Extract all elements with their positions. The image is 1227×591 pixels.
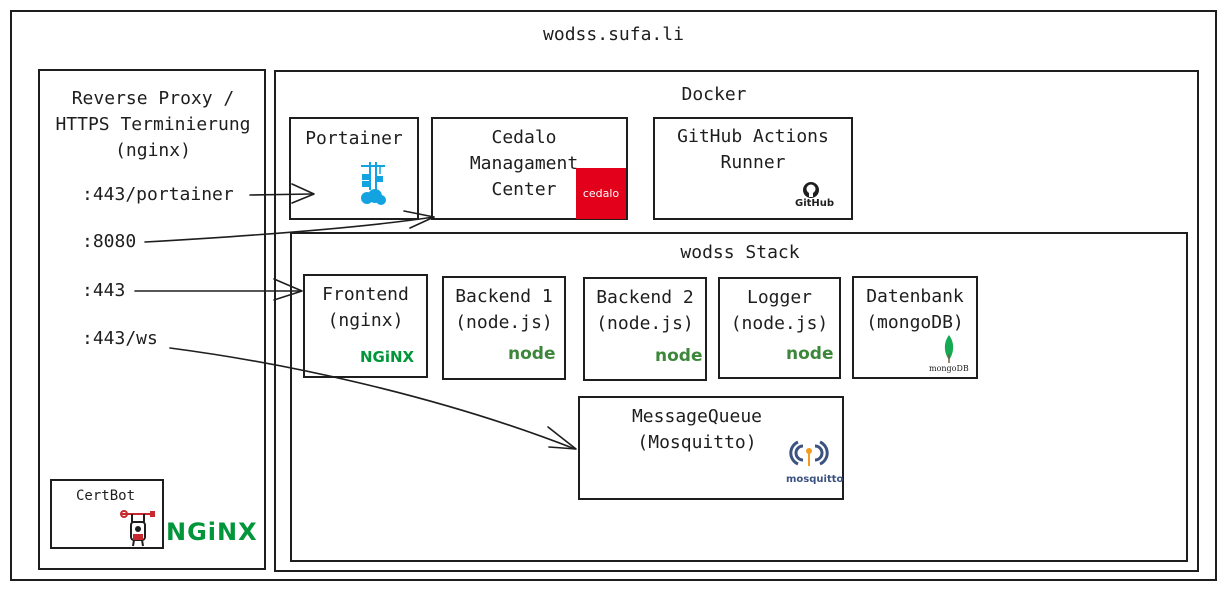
- certbot-box: [50, 479, 164, 549]
- port-443-portainer: :443/portainer: [82, 184, 234, 205]
- message-queue-box: [578, 396, 844, 500]
- logger-node-logo: node: [786, 344, 833, 364]
- backend-2-node-logo: node: [655, 346, 702, 366]
- mongodb-logo-text: mongoDB: [929, 364, 969, 373]
- wodss-stack-box: [290, 232, 1188, 562]
- backend-2-label: Backend 2 (node.js): [596, 287, 694, 334]
- port-443-ws: :443/ws: [82, 328, 158, 349]
- frontend-box: [303, 274, 428, 378]
- backend-2-node-text: node: [655, 346, 703, 366]
- backend-1-node-text: node: [508, 344, 556, 364]
- arrow-8080: [144, 216, 435, 243]
- reverse-proxy-box: [38, 69, 266, 570]
- port-8080: :8080: [82, 231, 137, 252]
- arrow-portainer: [249, 193, 313, 196]
- arrow-443-head: [273, 278, 303, 301]
- frontend-label: Frontend (nginx): [322, 284, 409, 331]
- cedalo-label: Cedalo Managament Center: [469, 127, 579, 200]
- arrow-ws: [169, 347, 576, 450]
- nginx-logo: NGiNX: [166, 518, 258, 546]
- portainer-logo-icon: [361, 162, 386, 205]
- reverse-proxy-title: Reverse Proxy / HTTPS Terminierung (ngin…: [55, 88, 251, 161]
- wodss-stack-title: wodss Stack: [680, 242, 800, 263]
- backend-1-box: [442, 276, 566, 380]
- github-octocat-icon: [803, 182, 819, 198]
- mosquitto-logo-icon: [789, 440, 829, 466]
- port-443: :443: [82, 280, 126, 301]
- mongodb-leaf-icon: [944, 335, 954, 363]
- datenbank-box: [852, 276, 978, 379]
- arrow-ws-head: [547, 426, 577, 450]
- portainer-label: Portainer: [305, 128, 403, 149]
- backend-1-node-logo: node: [508, 344, 555, 364]
- docker-box: [274, 70, 1199, 572]
- arrow-portainer-head: [291, 183, 315, 204]
- datenbank-label: Datenbank (mongoDB): [866, 286, 964, 333]
- github-logo-text: GitHub: [795, 198, 835, 209]
- cedalo-box: [431, 117, 628, 220]
- github-actions-box: [653, 117, 853, 220]
- mosquitto-logo-text: mosquitto: [786, 474, 844, 485]
- portainer-box: [289, 117, 419, 220]
- docker-title: Docker: [681, 84, 747, 105]
- certbot-label: CertBot: [76, 488, 136, 504]
- host-box: [10, 10, 1217, 581]
- certbot-robot-icon: [120, 510, 155, 547]
- host-label: wodss.sufa.li: [543, 24, 684, 45]
- backend-2-box: [583, 277, 707, 381]
- logger-label: Logger (node.js): [730, 287, 829, 334]
- github-actions-label: GitHub Actions Runner: [677, 126, 829, 173]
- arrow-8080-head: [403, 210, 435, 229]
- frontend-nginx-logo: NGiNX: [360, 348, 415, 366]
- logger-box: [718, 277, 841, 379]
- backend-1-label: Backend 1 (node.js): [455, 286, 553, 333]
- cedalo-logo: cedalo: [576, 168, 626, 219]
- logger-node-text: node: [786, 344, 834, 364]
- message-queue-label: MessageQueue (Mosquitto): [631, 406, 763, 453]
- cedalo-logo-text: cedalo: [582, 187, 620, 200]
